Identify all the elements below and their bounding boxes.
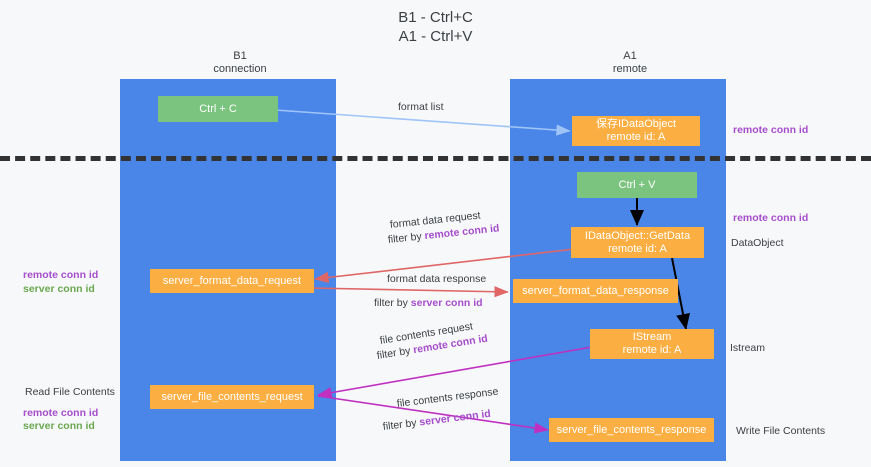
left-label-read-file-contents: Read File Contents	[25, 386, 115, 398]
filter-key-server-conn-id: server conn id	[418, 407, 492, 429]
box-server-file-contents-response[interactable]: server_file_contents_response	[549, 418, 714, 442]
box-server-format-data-request[interactable]: server_format_data_request	[150, 269, 314, 293]
box-server-file-contents-request[interactable]: server_file_contents_request	[150, 385, 314, 409]
box-istream[interactable]: IStream remote id: A	[590, 329, 714, 359]
left-label-remote-conn-id-bottom: remote conn id	[23, 407, 99, 419]
right-label-istream: Istream	[730, 342, 766, 354]
left-label-remote-conn-id-mid: remote conn id	[23, 269, 99, 281]
column-header-a1: A1 remote	[612, 50, 648, 75]
right-label-dataobject: DataObject	[731, 237, 784, 249]
arrow-label-format-data-response-filter: filter by server conn id	[374, 297, 483, 310]
arrow-label-format-list: format list	[398, 101, 444, 113]
column-header-b1: B1 connection	[213, 50, 267, 75]
arrow-label-format-data-response: format data response	[387, 273, 487, 285]
arrow-label-file-contents-response: file contents response	[396, 385, 500, 410]
section-divider	[0, 156, 871, 161]
box-server-format-data-response[interactable]: server_format_data_response	[513, 279, 678, 303]
box-idataobject-getdata[interactable]: IDataObject::GetData remote id: A	[571, 227, 704, 258]
page-title: B1 - Ctrl+C A1 - Ctrl+V	[398, 9, 473, 45]
filter-prefix-text: filter by	[382, 416, 421, 433]
left-label-server-conn-id-mid: server conn id	[23, 283, 95, 295]
arrow-label-file-contents-response-filter: filter by server conn id	[382, 408, 491, 434]
arrow-format-data-response	[309, 286, 509, 298]
right-label-remote-conn-id-top: remote conn id	[733, 124, 809, 136]
filter-prefix-text: filter by	[387, 230, 426, 246]
right-label-remote-conn-id-mid: remote conn id	[733, 212, 809, 224]
filter-key-server-conn-id: server conn id	[410, 297, 483, 309]
filter-prefix-text: filter by	[374, 297, 411, 309]
box-ctrl-c[interactable]: Ctrl + C	[158, 96, 278, 122]
right-label-write-file-contents: Write File Contents	[736, 425, 826, 437]
box-ctrl-v[interactable]: Ctrl + V	[577, 172, 697, 198]
box-save-idataobject[interactable]: 保存IDataObject remote id: A	[572, 116, 700, 146]
left-label-server-conn-id-bottom: server conn id	[23, 420, 95, 432]
